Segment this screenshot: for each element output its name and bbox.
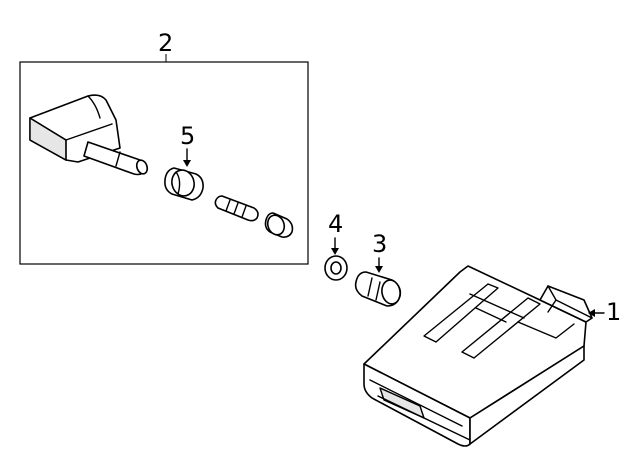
cap-part-5[interactable]: [164, 167, 204, 201]
washer-part-4[interactable]: [324, 255, 348, 281]
callout-3-label: 3: [372, 230, 387, 258]
callout-1-arrow: [588, 309, 595, 317]
callout-3[interactable]: 3: [372, 230, 387, 273]
control-module-part-1[interactable]: [363, 265, 593, 447]
callout-4-label: 4: [328, 210, 343, 238]
callout-3-arrow: [375, 266, 383, 273]
callout-5[interactable]: 5: [180, 122, 195, 167]
valve-core-part[interactable]: [214, 195, 259, 222]
callout-1-label: 1: [606, 298, 621, 326]
callout-1[interactable]: 1: [588, 298, 621, 326]
valve-cap-small-part[interactable]: [264, 212, 294, 238]
callout-2-label: 2: [158, 29, 173, 57]
tpms-sensor-part[interactable]: [29, 94, 149, 176]
callout-5-label: 5: [180, 122, 195, 150]
callout-2[interactable]: 2: [158, 29, 173, 62]
kit-box: [19, 61, 309, 265]
callout-4[interactable]: 4: [328, 210, 343, 255]
callout-5-arrow: [183, 160, 191, 167]
callout-4-arrow: [331, 248, 339, 255]
valve-cap-part-3[interactable]: [354, 271, 402, 307]
